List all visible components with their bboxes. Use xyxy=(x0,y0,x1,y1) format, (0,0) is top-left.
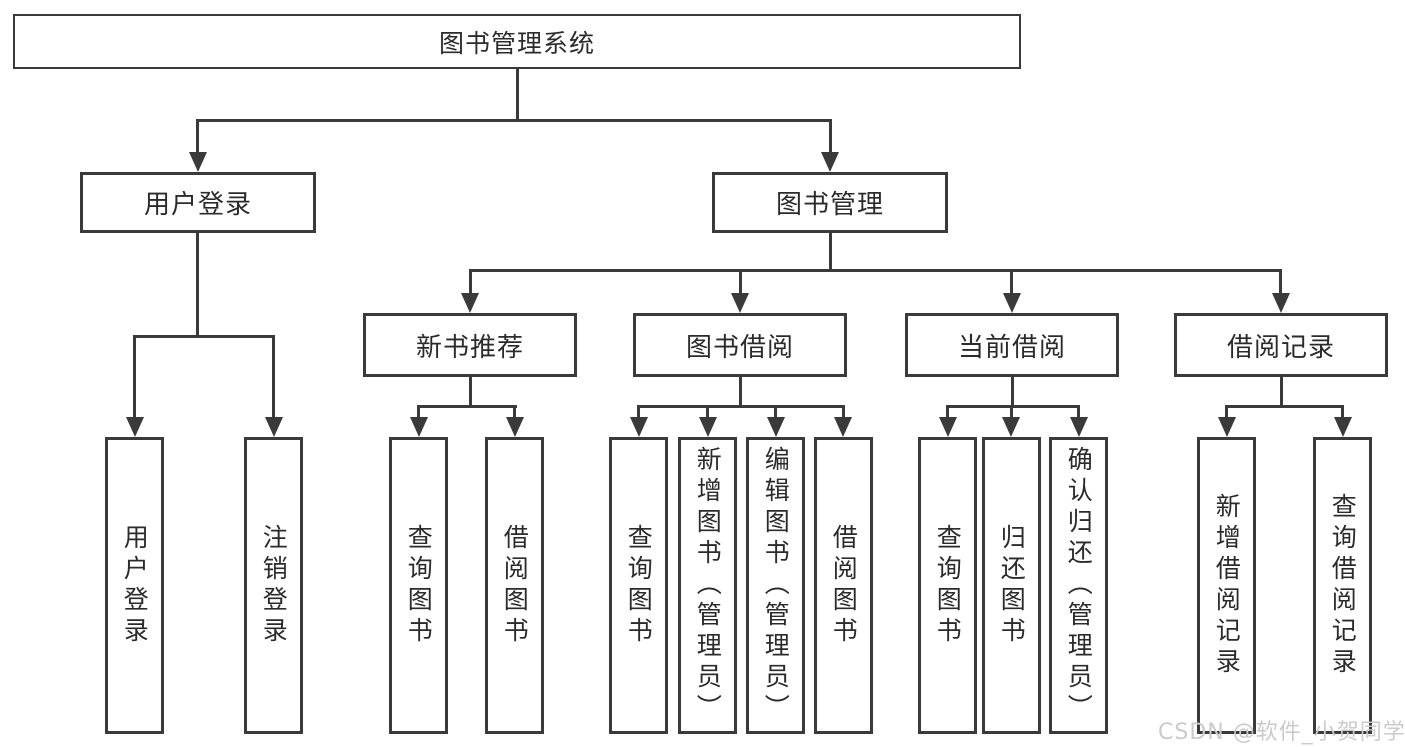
arrow-down-icon xyxy=(265,417,283,437)
arrow-down-icon xyxy=(939,417,957,437)
connector-drop xyxy=(706,405,709,419)
arrow-down-icon xyxy=(506,417,524,437)
leaf-label: 查询借阅记录 xyxy=(1328,492,1358,679)
connector-drop xyxy=(1010,405,1013,419)
arrow-down-icon xyxy=(410,417,428,437)
arrow-down-icon xyxy=(461,293,479,313)
connector-drop-book-management xyxy=(829,119,832,155)
arrow-down-icon xyxy=(1003,293,1021,313)
arrow-down-icon xyxy=(1334,417,1352,437)
connector-level2-rail xyxy=(197,119,832,122)
leaf-label: 编辑图书（管理员） xyxy=(761,446,791,725)
connector-level3-rail xyxy=(470,269,1282,272)
leaf-label: 新增借阅记录 xyxy=(1212,492,1242,679)
arrow-down-icon xyxy=(1002,417,1020,437)
connector-borrow-records-stem xyxy=(1280,377,1283,408)
leaf-add-book-admin: 新增图书（管理员） xyxy=(678,437,737,734)
leaf-label: 借阅图书 xyxy=(829,523,859,648)
connector-drop xyxy=(774,405,777,419)
node-book-borrow: 图书借阅 xyxy=(633,313,847,377)
arrow-down-icon xyxy=(1218,417,1236,437)
leaf-query-borrow-record: 查询借阅记录 xyxy=(1313,437,1372,734)
leaf-label: 借阅图书 xyxy=(500,523,530,648)
leaf-label: 查询图书 xyxy=(404,523,434,648)
node-new-book-recommend: 新书推荐 xyxy=(363,313,577,377)
node-label: 借阅记录 xyxy=(1226,332,1335,363)
connector-current-borrow-stem xyxy=(1011,377,1014,408)
connector-drop-new-book xyxy=(469,269,472,297)
node-label: 当前借阅 xyxy=(957,332,1066,363)
leaf-label: 新增图书（管理员） xyxy=(693,446,723,725)
csdn-watermark: CSDN @软件_小贺同学 xyxy=(1158,720,1405,745)
connector-book-borrow-rail xyxy=(637,405,845,408)
leaf-borrow-books-recommend: 借阅图书 xyxy=(485,437,544,734)
leaf-label: 查询图书 xyxy=(933,523,963,648)
leaf-edit-book-admin: 编辑图书（管理员） xyxy=(746,437,805,734)
connector-new-book-rail xyxy=(417,405,517,408)
arrow-down-icon xyxy=(1272,293,1290,313)
arrow-down-icon xyxy=(767,417,785,437)
arrow-down-icon xyxy=(821,152,839,172)
node-label: 图书管理 xyxy=(775,190,884,220)
arrow-down-icon xyxy=(630,417,648,437)
connector-drop xyxy=(513,405,516,419)
connector-drop xyxy=(946,405,949,419)
connector-drop-borrow-records xyxy=(1279,269,1282,297)
node-label: 新书推荐 xyxy=(415,332,524,363)
connector-drop-user-login xyxy=(196,119,199,155)
connector-drop-leaf-user-login xyxy=(133,335,136,419)
node-label: 图书借阅 xyxy=(685,332,794,363)
node-library-management-system: 图书管理系统 xyxy=(13,14,1021,69)
leaf-query-books-borrow: 查询图书 xyxy=(609,437,668,734)
leaf-add-borrow-record: 新增借阅记录 xyxy=(1197,437,1256,734)
node-current-borrow: 当前借阅 xyxy=(905,313,1119,377)
connector-drop xyxy=(637,405,640,419)
node-label: 图书管理系统 xyxy=(438,28,595,58)
arrow-down-icon xyxy=(834,417,852,437)
connector-drop xyxy=(1077,405,1080,419)
arrow-down-icon xyxy=(126,417,144,437)
node-user-login: 用户登录 xyxy=(80,172,316,233)
connector-new-book-stem xyxy=(469,377,472,408)
connector-root-stem xyxy=(516,68,519,120)
connector-drop xyxy=(417,405,420,419)
connector-drop-current-borrow xyxy=(1010,269,1013,297)
connector-drop-leaf-logout xyxy=(272,335,275,419)
connector-drop xyxy=(1341,405,1344,419)
leaf-user-login: 用户登录 xyxy=(105,437,164,734)
node-book-management: 图书管理 xyxy=(712,172,948,233)
node-borrow-records: 借阅记录 xyxy=(1174,313,1388,377)
leaf-label: 用户登录 xyxy=(120,523,150,648)
node-label: 用户登录 xyxy=(143,190,252,220)
arrow-down-icon xyxy=(1070,417,1088,437)
arrow-down-icon xyxy=(699,417,717,437)
arrow-down-icon xyxy=(189,152,207,172)
connector-drop xyxy=(842,405,845,419)
connector-user-login-stem xyxy=(196,233,199,338)
connector-user-login-rail xyxy=(133,335,275,338)
leaf-label: 查询图书 xyxy=(624,523,654,648)
connector-drop-book-borrow xyxy=(739,269,742,297)
leaf-label: 确认归还（管理员） xyxy=(1064,446,1094,725)
connector-book-borrow-stem xyxy=(739,377,742,408)
leaf-return-book: 归还图书 xyxy=(982,437,1041,734)
connector-borrow-records-rail xyxy=(1225,405,1344,408)
leaf-label: 注销登录 xyxy=(259,523,289,648)
leaf-query-books-current: 查询图书 xyxy=(918,437,977,734)
leaf-label: 归还图书 xyxy=(997,523,1027,648)
arrow-down-icon xyxy=(731,293,749,313)
leaf-borrow-books: 借阅图书 xyxy=(814,437,873,734)
connector-book-management-stem xyxy=(829,233,832,272)
leaf-query-books-recommend: 查询图书 xyxy=(389,437,448,734)
connector-current-borrow-rail xyxy=(946,405,1080,408)
leaf-confirm-return-admin: 确认归还（管理员） xyxy=(1049,437,1108,734)
leaf-logout: 注销登录 xyxy=(244,437,303,734)
connector-drop xyxy=(1225,405,1228,419)
